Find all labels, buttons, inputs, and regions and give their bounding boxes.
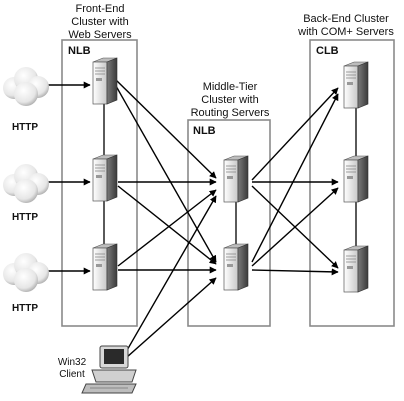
cloud-icon: [3, 253, 49, 292]
front-end-title-line-2: Cluster with: [71, 16, 128, 28]
http-cloud-3: [3, 253, 49, 292]
win32-to-mt2-arrow: [125, 277, 217, 359]
mt2-to-be2-arrow: [251, 187, 339, 267]
back-end-server-1: [343, 61, 369, 109]
middle-tier-server-1: [223, 155, 249, 203]
fe2-to-mt2-arrow: [117, 185, 217, 265]
cloud-icon: [3, 67, 49, 106]
middle-tier-title-line-3: Routing Servers: [191, 107, 270, 119]
middle-tier-title-line-1: Middle-Tier: [203, 81, 258, 93]
win32-to-mt1-arrow: [125, 195, 217, 353]
http-label-1: HTTP: [12, 122, 38, 133]
middle-tier-server-2: [223, 243, 249, 291]
http-cloud-1: [3, 67, 49, 106]
http-cloud-2: [3, 164, 49, 203]
back-end-server-2: [343, 155, 369, 203]
mt2-to-be1-arrow: [251, 93, 339, 263]
front-end-server-2: [92, 154, 118, 202]
http-label-2: HTTP: [12, 212, 38, 223]
fe1-to-mt1-arrow: [115, 79, 217, 179]
http-label-3: HTTP: [12, 303, 38, 314]
front-end-server-3: [92, 243, 118, 291]
middle-tier-title: Middle-Tier Cluster with Routing Servers: [191, 81, 270, 119]
middle-tier-nlb-label: NLB: [193, 125, 216, 137]
back-end-server-3: [343, 245, 369, 293]
fe1-to-mt2-arrow: [115, 85, 217, 263]
cloud-icon: [3, 164, 49, 203]
win32-client-computer-icon: [81, 345, 137, 394]
win32-client-label-line-1: Win32: [58, 357, 87, 368]
front-end-title-line-1: Front-End: [76, 3, 125, 15]
mt2-to-be3-arrow: [251, 268, 339, 276]
front-end-server-1: [92, 57, 118, 105]
fe3-to-mt1-arrow: [117, 189, 217, 267]
front-end-title-line-3: Web Servers: [68, 29, 132, 41]
middle-tier-title-line-2: Cluster with: [201, 94, 258, 106]
win32-client-label-line-2: Client: [59, 369, 85, 380]
mt1-to-be1-arrow: [251, 87, 339, 181]
back-end-clb-label: CLB: [316, 45, 339, 57]
back-end-title-line-2: with COM+ Servers: [297, 26, 394, 38]
back-end-title: Back-End Cluster with COM+ Servers: [297, 13, 394, 38]
front-end-title: Front-End Cluster with Web Servers: [68, 3, 132, 41]
back-end-title-line-1: Back-End Cluster: [303, 13, 389, 25]
front-end-nlb-label: NLB: [68, 45, 91, 57]
